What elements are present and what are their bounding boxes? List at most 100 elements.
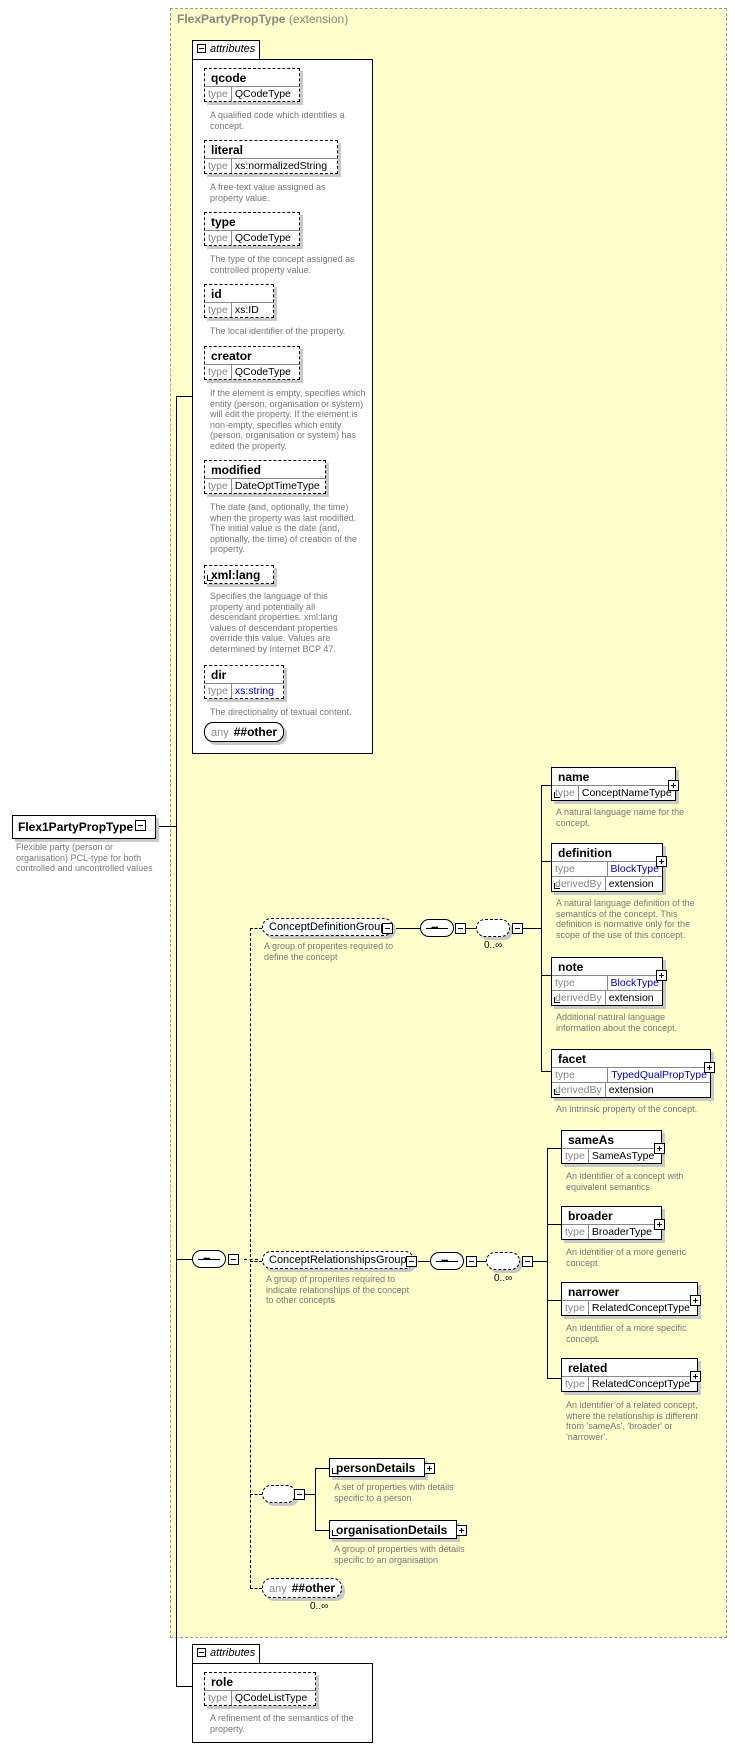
attribute-description: The type of the concept assigned as cont…: [210, 254, 355, 275]
def-choice-out-line: [523, 928, 541, 929]
collapse-icon[interactable]: [197, 44, 206, 53]
type-label: type: [562, 1225, 589, 1239]
def-group-out-line: [396, 928, 420, 929]
type-value-link[interactable]: BlockType: [610, 863, 659, 875]
choice-branch-org: [315, 1530, 329, 1531]
collapse-icon[interactable]: [197, 1648, 206, 1657]
attribute-description: If the element is empty, specifies which…: [210, 388, 366, 451]
sequence-collapse-icon[interactable]: [228, 1254, 239, 1265]
any-cardinality: 0..∞: [310, 1601, 329, 1612]
attributes-tab[interactable]: attributes: [192, 40, 261, 60]
type-label: type: [552, 786, 579, 800]
attribute-description: The directionality of textual content.: [210, 707, 352, 717]
type-value: BroaderType: [591, 1226, 652, 1238]
def-sequence-collapse-icon[interactable]: [455, 923, 466, 934]
type-label: type: [562, 1149, 589, 1163]
element-organisation-details[interactable]: organisationDetails: [329, 1520, 457, 1539]
expand-icon[interactable]: [656, 970, 667, 981]
concept-relationships-group[interactable]: ConceptRelationshipsGroup: [262, 1251, 414, 1269]
expand-icon[interactable]: [704, 1062, 715, 1073]
type-value-link[interactable]: TypedQualPropType: [611, 1069, 707, 1081]
def-seq-out-line: [464, 928, 476, 929]
expand-icon[interactable]: [456, 1525, 467, 1536]
expand-icon[interactable]: [424, 1463, 435, 1474]
type-label: type: [205, 303, 232, 317]
type-value: RelatedConceptType: [591, 1302, 690, 1314]
expand-icon[interactable]: [668, 780, 679, 791]
rel-seq-out-line: [476, 1261, 488, 1262]
root-collapse-icon[interactable]: [135, 820, 146, 831]
rel-group-out-line: [418, 1261, 430, 1262]
element-title: facet: [558, 1052, 587, 1066]
def-choice-collapse-icon[interactable]: [512, 923, 523, 934]
rel-branch-narrower: [547, 1300, 561, 1301]
expand-icon[interactable]: [656, 856, 667, 867]
attribute-name: xml:lang: [211, 568, 261, 582]
attribute-name: qcode: [211, 71, 247, 85]
sequence-compositor-icon[interactable]: •••: [192, 1250, 226, 1268]
type-value-link[interactable]: xs:string: [234, 685, 274, 697]
def-sequence-icon[interactable]: •••: [420, 919, 454, 937]
type-value: QCodeType: [234, 232, 291, 244]
rel-sequence-icon[interactable]: •••: [430, 1252, 464, 1270]
attribute-name: modified: [211, 463, 261, 477]
attribute-any-other[interactable]: any##other: [204, 722, 285, 742]
derived-label: derivedBy: [552, 877, 606, 891]
attribute-name: literal: [211, 143, 244, 157]
element-person-details[interactable]: personDetails: [329, 1458, 425, 1477]
expand-icon[interactable]: [654, 1143, 665, 1154]
type-value: xs:ID: [234, 304, 259, 316]
rel-group-collapse-icon[interactable]: [406, 1256, 417, 1267]
choice-compositor-icon[interactable]: [262, 1485, 296, 1503]
def-branch-name: [541, 785, 551, 786]
bottom-attributes-tab[interactable]: attributes: [192, 1644, 261, 1664]
expand-icon[interactable]: [690, 1295, 701, 1306]
choice-collapse-icon[interactable]: [294, 1489, 305, 1500]
type-label: type: [205, 479, 232, 493]
def-group-collapse-icon[interactable]: [382, 923, 393, 934]
root-element[interactable]: Flex1PartyPropType: [12, 815, 157, 839]
attribute-xml-lang[interactable]: xml:lang: [204, 565, 274, 584]
expand-icon[interactable]: [690, 1371, 701, 1382]
attribute-name: type: [211, 215, 236, 229]
concept-definition-group[interactable]: ConceptDefinitionGroup: [262, 918, 394, 936]
rel-sequence-collapse-icon[interactable]: [466, 1256, 477, 1267]
derived-value: extension: [608, 992, 654, 1004]
root-trunk-line: [176, 396, 177, 1686]
group-name: ConceptDefinitionGroup: [269, 921, 387, 933]
def-branch-facet: [541, 1071, 551, 1072]
def-choice-icon[interactable]: [476, 919, 510, 937]
type-label: type: [205, 231, 232, 245]
attributes-tab-label: attributes: [210, 1647, 256, 1659]
element-title: organisationDetails: [336, 1523, 448, 1537]
type-label: type: [562, 1377, 589, 1391]
type-value-link[interactable]: BlockType: [610, 977, 659, 989]
rel-choice-collapse-icon[interactable]: [522, 1256, 533, 1267]
expand-icon[interactable]: [654, 1219, 665, 1230]
rel-choice-icon[interactable]: [486, 1252, 520, 1270]
rel-choice-out-line: [533, 1261, 547, 1262]
main-sequence-connector-line: [176, 1259, 192, 1260]
element-description: An intrinsic property of the concept.: [556, 1104, 698, 1114]
element-title: note: [558, 960, 584, 974]
any-label: any: [211, 727, 229, 739]
attributes-tab-label: attributes: [210, 43, 256, 55]
attribute-name: creator: [211, 349, 252, 363]
any-other-element[interactable]: any##other: [262, 1578, 343, 1598]
